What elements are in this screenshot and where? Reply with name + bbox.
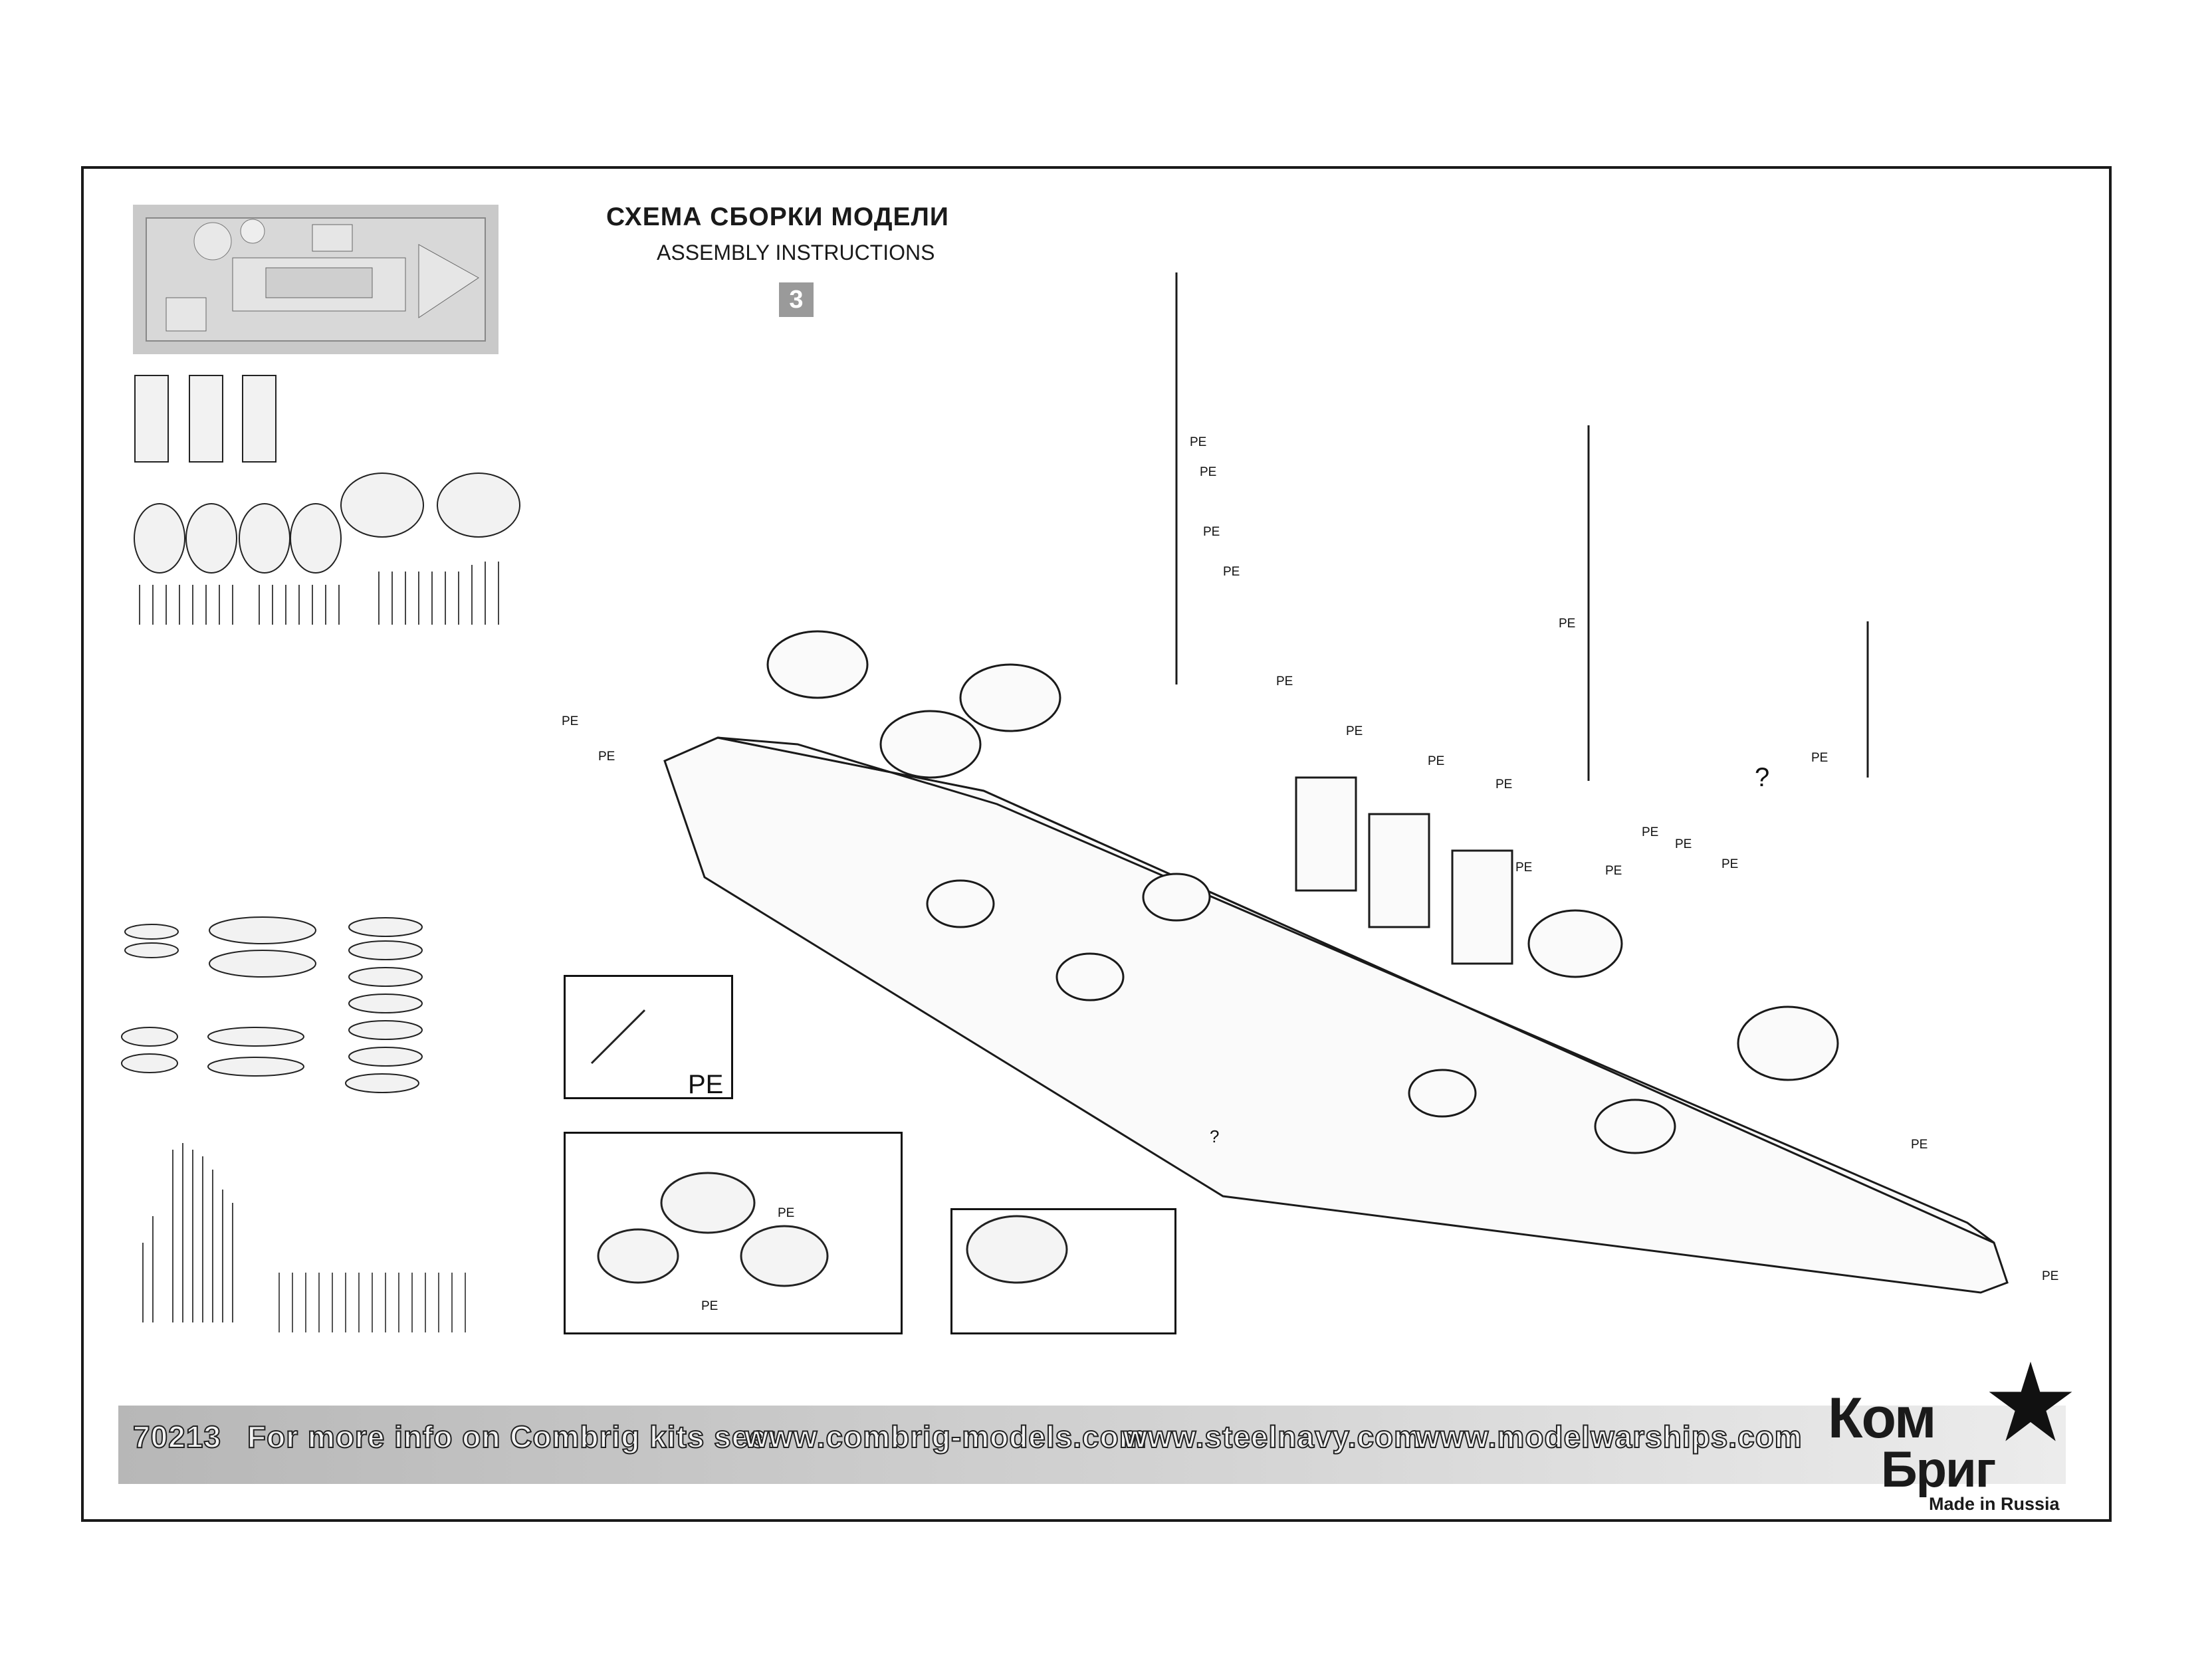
pe-label: PE xyxy=(1223,565,1240,579)
title-english: ASSEMBLY INSTRUCTIONS xyxy=(657,241,935,264)
pe-label: PE xyxy=(598,750,615,764)
detail-box-turret-single xyxy=(950,1208,1176,1334)
link-combrig-models[interactable]: www.combrig-models.com xyxy=(744,1419,1147,1455)
pe-label: PE xyxy=(1346,724,1363,738)
question-mark-label: ? xyxy=(1755,763,1770,792)
kit-number: 70213 xyxy=(132,1419,221,1455)
pe-label: PE xyxy=(1200,465,1217,479)
footer-info-text: For more info on Combrig kits see: xyxy=(247,1419,778,1455)
pe-label: PE xyxy=(1203,525,1220,539)
question-mark-label-small: ? xyxy=(1210,1126,1220,1146)
title-russian: СХЕМА СБОРКИ МОДЕЛИ xyxy=(606,203,949,231)
pe-label: PE xyxy=(1911,1138,1928,1152)
pe-label: PE xyxy=(701,1299,719,1313)
pe-label: PE xyxy=(1495,778,1513,791)
pe-label: PE xyxy=(562,714,579,728)
pe-label: PE xyxy=(1428,754,1445,768)
footer-bar xyxy=(118,1406,2066,1484)
pe-label: PE xyxy=(2042,1269,2059,1283)
pe-label: PE xyxy=(1721,857,1739,871)
detail-box-pe-ladder xyxy=(564,975,733,1099)
pe-label: PE xyxy=(1515,861,1533,875)
link-modelwarships[interactable]: www.modelwarships.com xyxy=(1415,1419,1803,1455)
link-steelnavy[interactable]: www.steelnavy.com xyxy=(1123,1419,1422,1455)
pe-label: PE xyxy=(1642,825,1659,839)
made-in-label: Made in Russia xyxy=(1929,1494,2060,1514)
pe-label: PE xyxy=(1190,435,1207,449)
instruction-sheet-frame xyxy=(81,166,2112,1522)
pe-label: PE xyxy=(1811,751,1828,765)
detail-box-turrets xyxy=(564,1132,903,1334)
pe-label: PE xyxy=(1559,617,1576,631)
pe-label: PE xyxy=(1675,837,1692,851)
pe-label: PE xyxy=(778,1206,795,1220)
resin-parts-photo xyxy=(133,205,498,354)
step-number-badge: 3 xyxy=(779,282,814,317)
pe-label-detail: PE xyxy=(688,1070,724,1099)
logo-text-brig: Бриг xyxy=(1881,1441,1996,1498)
pe-label: PE xyxy=(1276,675,1293,688)
star-icon xyxy=(1989,1361,2072,1441)
logo-text-kom: Ком xyxy=(1828,1386,1937,1450)
pe-label: PE xyxy=(1605,864,1622,878)
